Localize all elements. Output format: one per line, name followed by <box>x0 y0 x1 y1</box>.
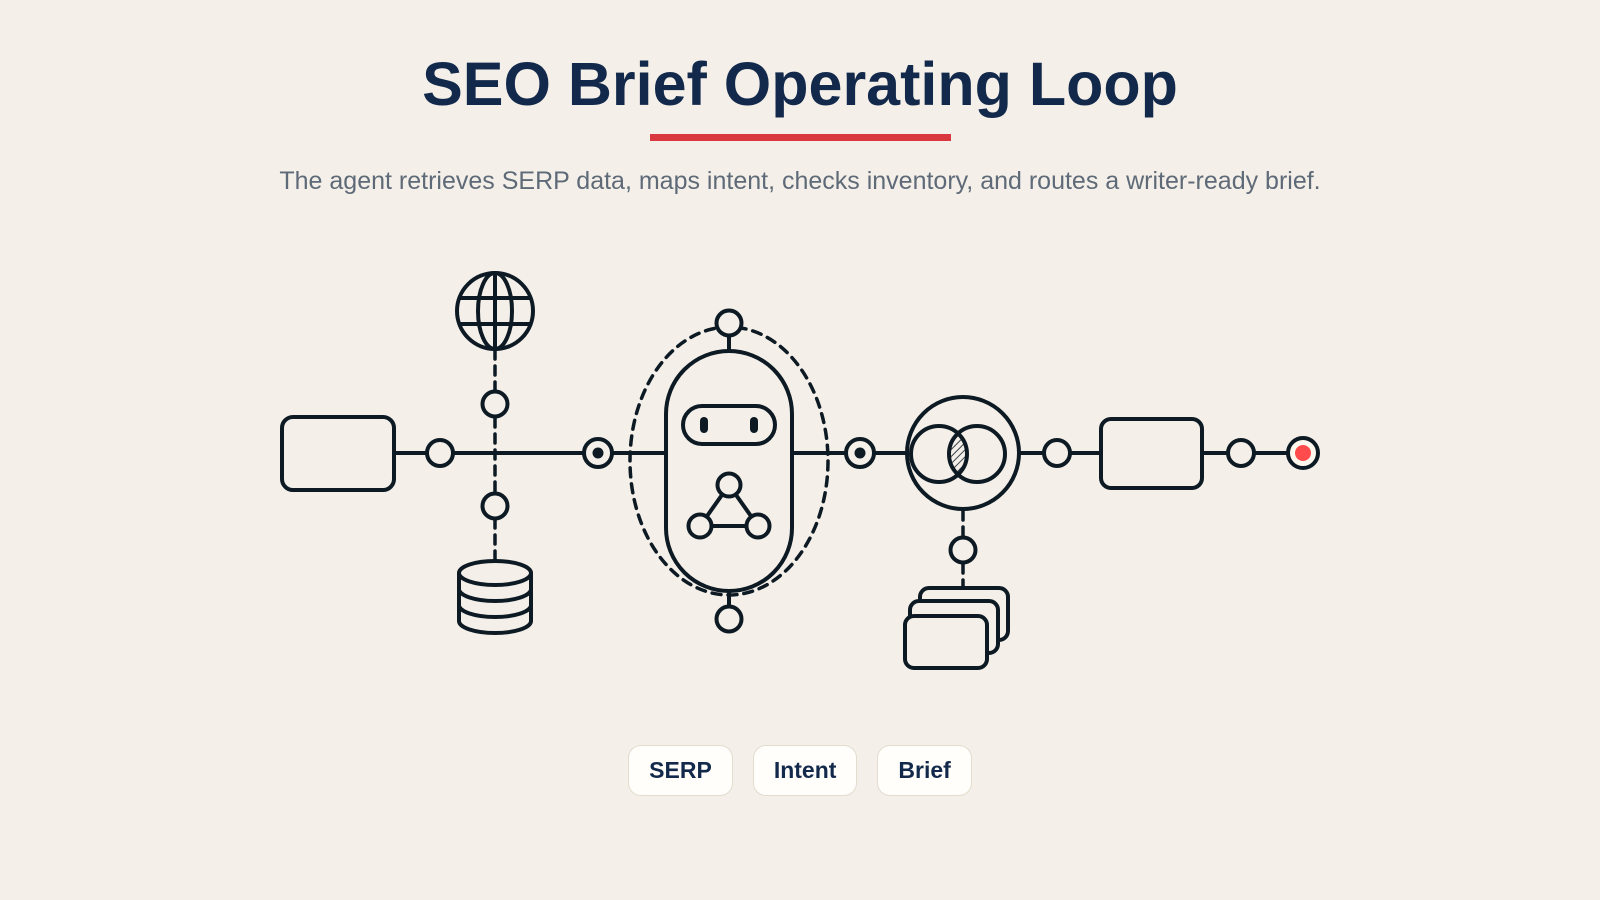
title-underline <box>650 134 951 141</box>
target-node-right <box>844 437 876 469</box>
target-node-left <box>582 437 614 469</box>
chip-brief[interactable]: Brief <box>877 745 972 796</box>
database-icon <box>457 559 533 635</box>
stacked-cards-icon <box>903 586 1010 670</box>
robot-agent-icon <box>664 349 794 593</box>
chip-row: SERP Intent Brief <box>0 745 1600 796</box>
chip-intent[interactable]: Intent <box>752 745 858 796</box>
input-box-icon <box>280 415 396 492</box>
page-subtitle: The agent retrieves SERP data, maps inte… <box>279 167 1321 195</box>
endpoint-dot-icon <box>1286 436 1320 470</box>
chip-serp[interactable]: SERP <box>628 745 733 796</box>
brief-box-icon <box>1099 417 1204 490</box>
connector-nodes <box>425 308 1256 634</box>
page-title: SEO Brief Operating Loop <box>422 50 1178 118</box>
venn-overlap-icon <box>905 395 1021 511</box>
globe-icon <box>455 271 535 351</box>
